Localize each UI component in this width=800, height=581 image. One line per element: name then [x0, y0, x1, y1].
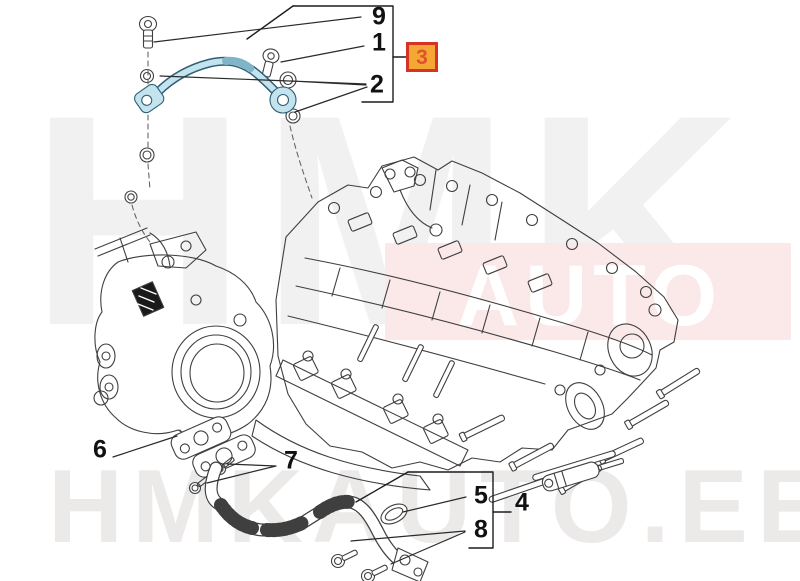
oil-feed-pipe-highlight: [124, 15, 313, 243]
callout-4: 4: [515, 488, 529, 517]
callout-5: 5: [474, 481, 488, 510]
callout-8: 8: [474, 515, 488, 544]
watermark-band-text: AUTO: [457, 248, 724, 344]
highlighted-callout-3: 3: [406, 42, 438, 72]
oil-return-hose-art: [170, 416, 429, 581]
callout-lines: [246, 5, 512, 549]
callout-1: 1: [372, 28, 386, 57]
turbo-assembly-art: [93, 227, 275, 463]
callout-2: 2: [370, 70, 384, 99]
leader-lines: [112, 16, 467, 565]
highlighted-callout-3-label: 3: [416, 45, 428, 69]
cylinder-head-art: [251, 156, 702, 503]
callout-7: 7: [284, 446, 298, 475]
callout-6: 6: [93, 435, 107, 464]
callout-9: 9: [372, 2, 386, 31]
